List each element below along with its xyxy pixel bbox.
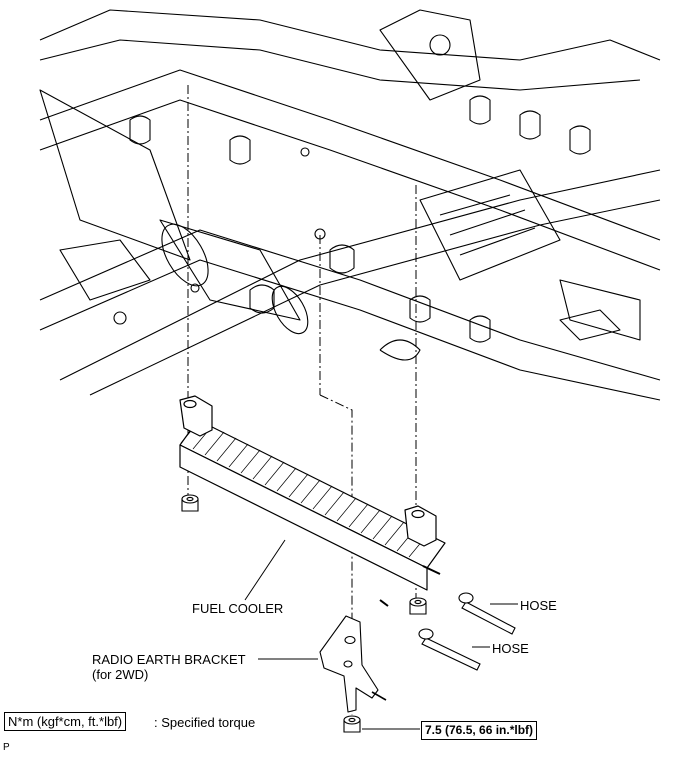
nut-bottom: [343, 715, 361, 733]
radio-earth-bracket-note: (for 2WD): [92, 667, 149, 682]
torque-value-callout: 7.5 (76.5, 66 in.*lbf): [421, 721, 538, 740]
hose-lower: [418, 628, 481, 671]
leader-lines: [244, 539, 518, 730]
torque-legend-description: : Specified torque: [154, 715, 256, 730]
hose-upper: [458, 592, 516, 635]
hoses: [418, 592, 516, 671]
hose-lower-label: HOSE: [492, 641, 529, 656]
alignment-lines: [187, 85, 417, 715]
fuel-cooler-unit: [179, 395, 446, 607]
mount-nuts: [181, 494, 427, 733]
radio-earth-bracket: [319, 615, 387, 713]
nut-right: [409, 597, 427, 615]
torque-legend-unit: N*m (kgf*cm, ft.*lbf): [4, 712, 127, 731]
corner-code: P: [3, 742, 10, 753]
radio-earth-bracket-label: RADIO EARTH BRACKET: [92, 652, 246, 667]
vehicle-frame-illustration: [39, 9, 661, 401]
nut-left: [181, 494, 199, 512]
hose-upper-label: HOSE: [520, 598, 557, 613]
fuel-cooler-label: FUEL COOLER: [192, 601, 284, 616]
